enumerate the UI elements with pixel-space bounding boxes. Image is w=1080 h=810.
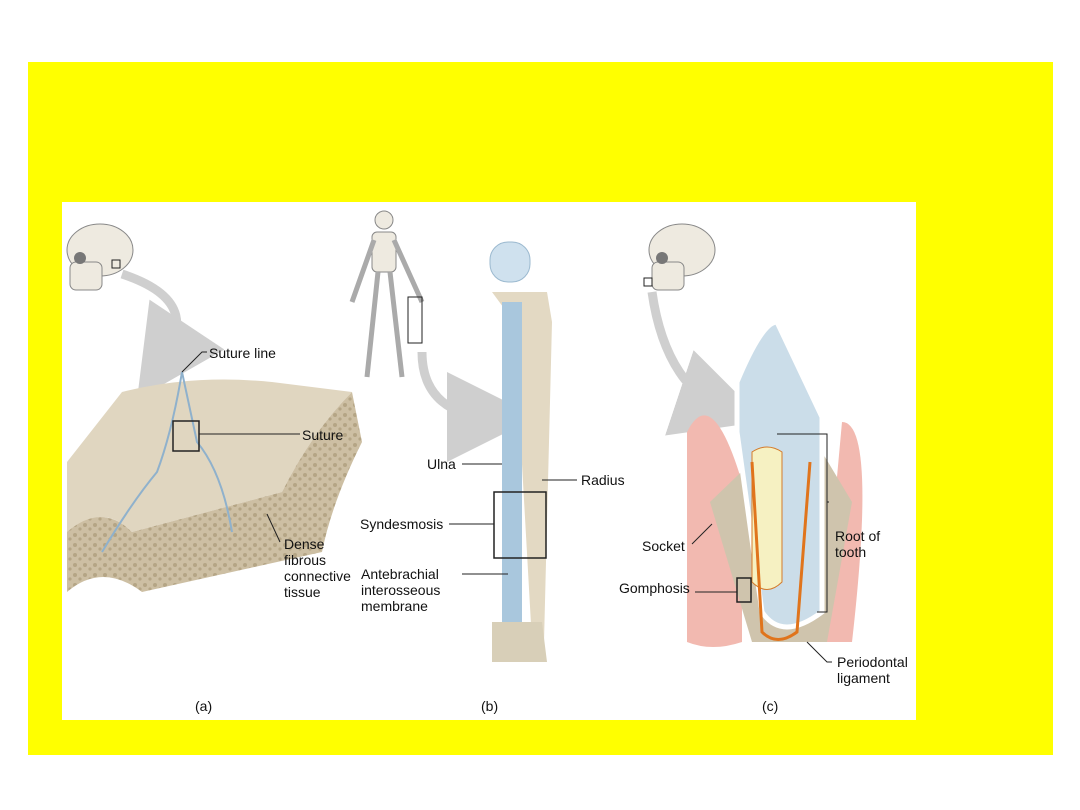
panel-letter-a: (a) <box>195 698 213 714</box>
leader-lines-a <box>181 351 300 543</box>
syndesmosis-box <box>493 491 547 559</box>
label-socket: Socket <box>642 538 685 554</box>
label-suture-line: Suture line <box>209 345 276 361</box>
suture-bone-slab <box>67 371 362 592</box>
skeleton-icon <box>349 210 425 378</box>
label-ligament: Periodontal ligament <box>837 654 908 686</box>
label-suture: Suture <box>302 427 344 443</box>
arrow-c <box>647 291 765 436</box>
leader-lines-b <box>449 463 577 575</box>
label-syndesmosis: Syndesmosis <box>360 516 444 532</box>
label-gomphosis: Gomphosis <box>619 580 690 596</box>
forearm-bones <box>489 241 552 662</box>
panel-letter-c: (c) <box>762 698 779 714</box>
skull-icon-a <box>66 223 134 291</box>
fibrous-joints-figure: Suture line Suture Dense fibrous connect… <box>62 202 916 720</box>
label-root: Root of tooth <box>835 528 881 560</box>
label-dense-tissue: Dense fibrous connective tissue <box>284 536 351 600</box>
tooth-illustration <box>687 319 863 647</box>
label-radius: Radius <box>581 472 625 488</box>
figure-illustration <box>66 210 863 663</box>
panel-letter-b: (b) <box>481 698 499 714</box>
label-membrane: Antebrachial interosseous membrane <box>361 566 441 614</box>
label-ulna: Ulna <box>427 456 456 472</box>
skull-icon-c <box>643 223 716 291</box>
arrow-b <box>417 351 537 462</box>
arrow-a <box>120 269 225 400</box>
leader-lines-c <box>691 433 832 663</box>
